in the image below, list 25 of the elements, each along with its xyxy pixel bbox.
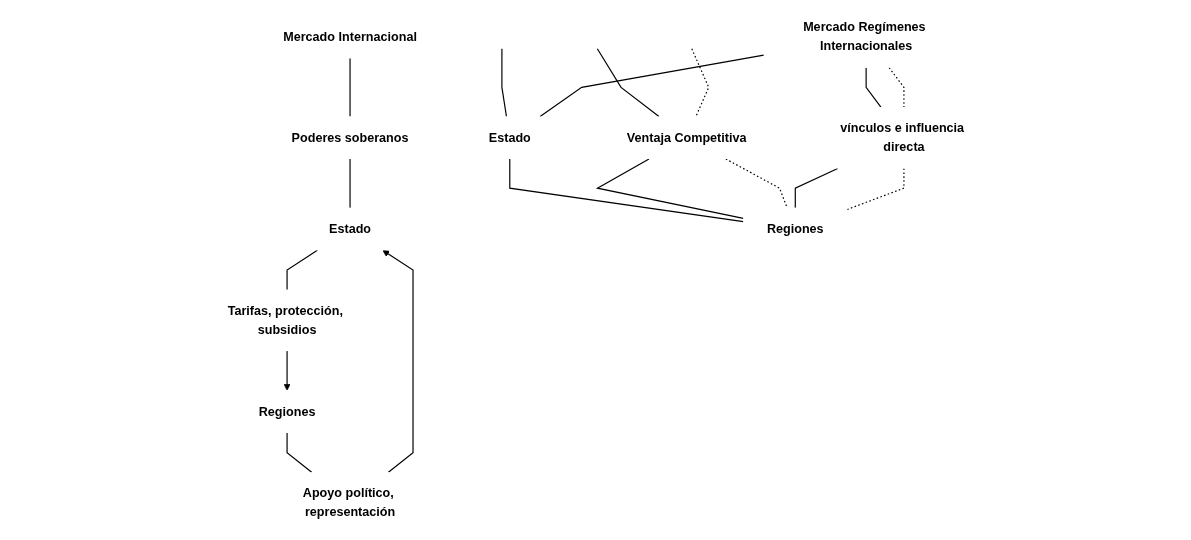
node-text: Mercado Internacional: [283, 29, 417, 44]
connector: [725, 158, 788, 209]
connector: [865, 67, 882, 108]
node-text: Poderes soberanos: [291, 130, 409, 145]
connector: [691, 48, 710, 118]
connector: [539, 54, 765, 118]
node-text: Mercado Regímenes Internacionales: [803, 20, 926, 53]
node-text: vínculos e influencia directa: [840, 121, 965, 154]
node-text: Regiones: [766, 221, 824, 236]
connector: [595, 158, 744, 219]
node-text: Estado: [329, 221, 372, 236]
node-text: Regiones: [258, 404, 316, 418]
node-text: Apoyo político, representación: [302, 486, 396, 519]
arrow: [382, 250, 414, 473]
connector: [501, 48, 508, 118]
connector: [794, 167, 839, 209]
connector: [596, 48, 660, 118]
arrow: [283, 350, 291, 391]
node-text: Estado: [488, 130, 531, 145]
connector: [509, 158, 744, 223]
node-text: Tarifas, protección, subsidios: [227, 303, 343, 337]
connector: [286, 432, 313, 473]
node-text: Ventaja Competitiva: [626, 130, 747, 145]
connector: [286, 249, 318, 291]
connector: [888, 67, 905, 108]
